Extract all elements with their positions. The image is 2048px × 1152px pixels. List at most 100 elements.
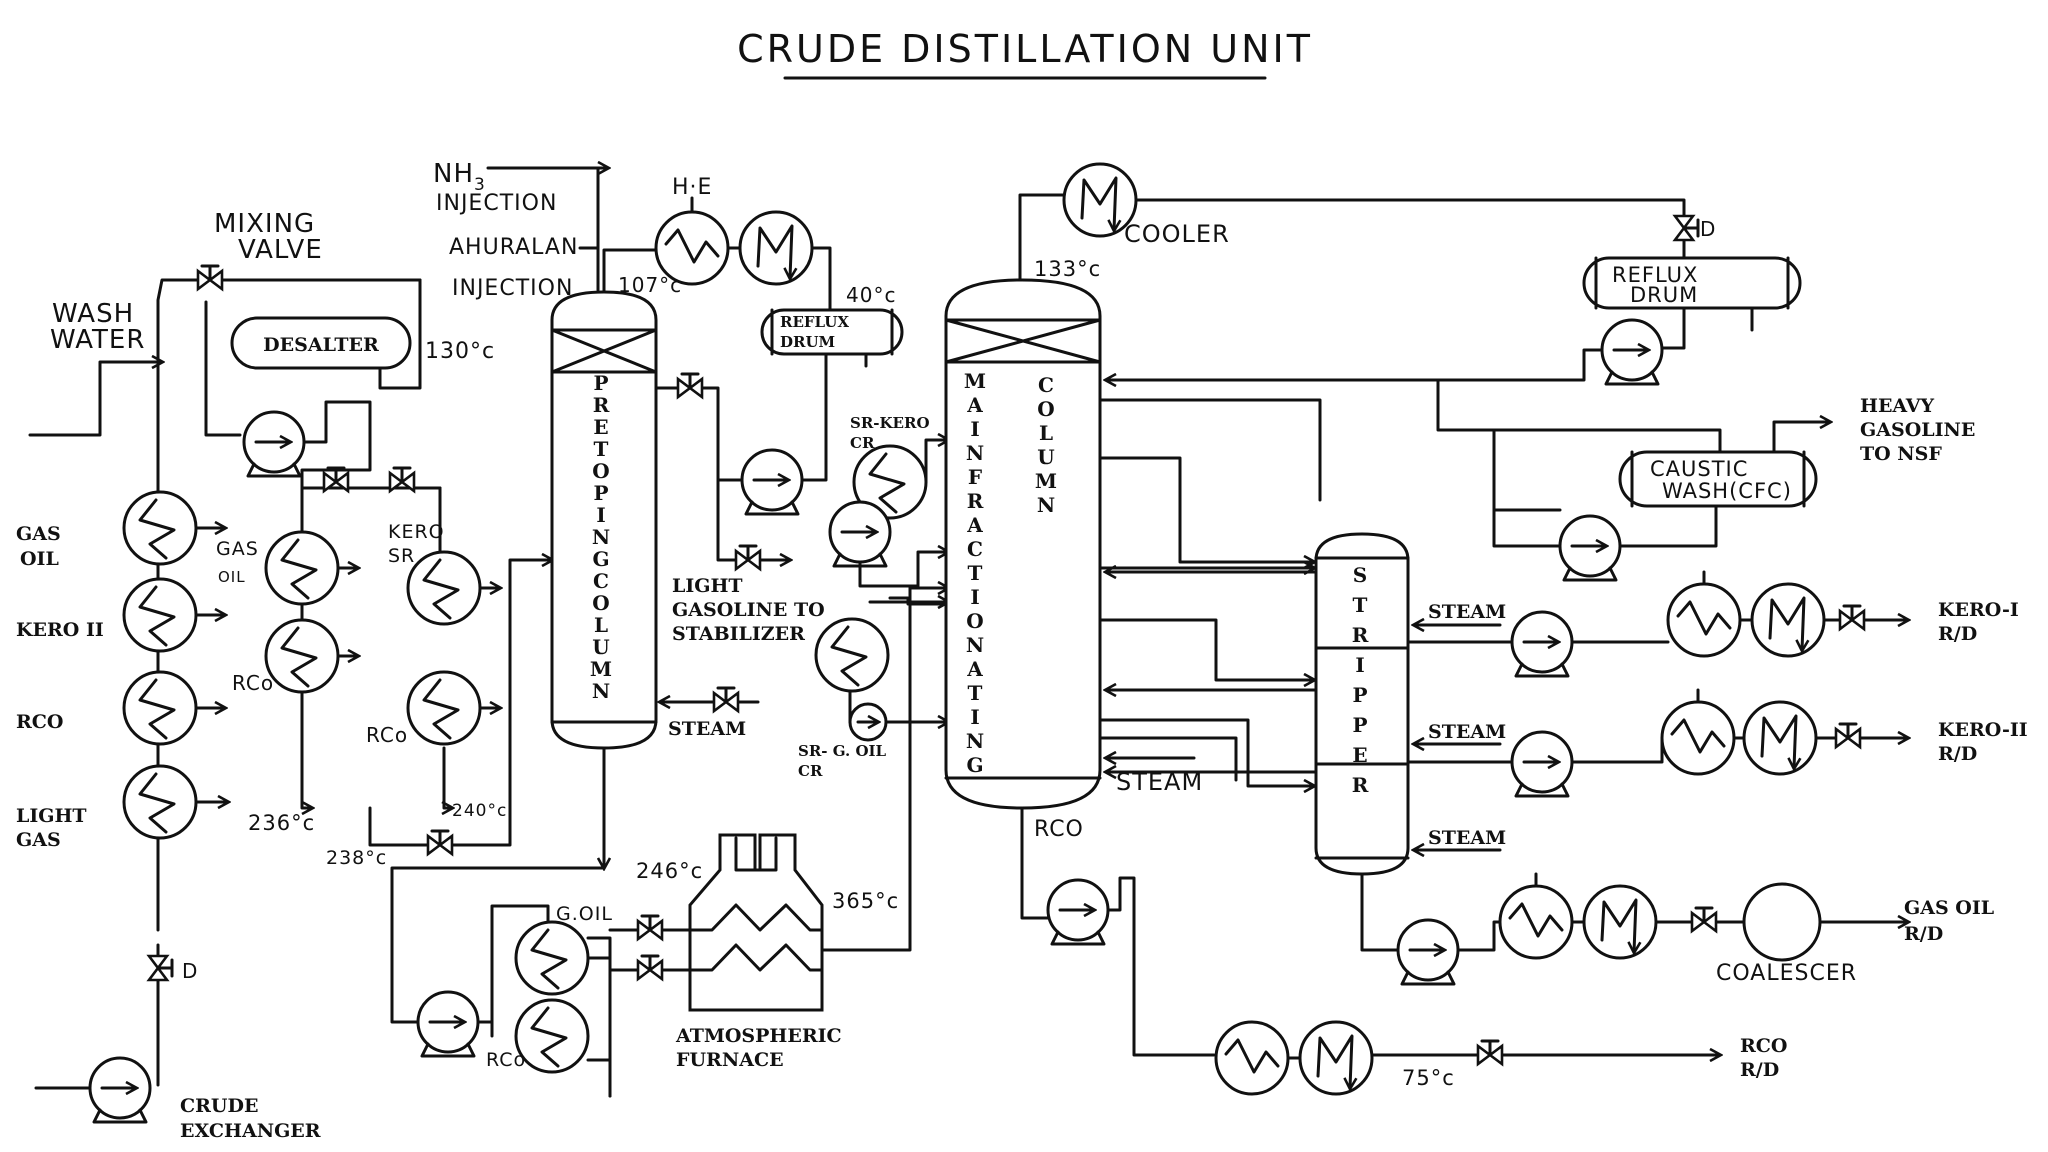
mixing-valve[interactable] <box>196 264 224 291</box>
main-column-letters-left: M A I N F R A C T I O N A T I N G <box>964 369 986 777</box>
kero-i-label-2: R/D <box>1938 623 1977 645</box>
sr-kero-pump[interactable] <box>830 502 890 566</box>
stripper-letter-3: I <box>1355 653 1364 677</box>
rco-pump[interactable] <box>1048 880 1108 944</box>
sr-kero-label-1: SR-KERO <box>850 414 930 432</box>
main-letter-4: F <box>968 465 982 489</box>
caustic-wash-pump[interactable] <box>1560 516 1620 580</box>
kero-i-cooler <box>1752 584 1824 656</box>
valve-d-label-1: D <box>182 959 198 983</box>
exchanger-outlet-valve[interactable] <box>426 829 454 856</box>
desalter-pump[interactable] <box>244 412 304 476</box>
pretop-reflux-valve[interactable] <box>676 372 704 399</box>
small-reflux-drum <box>760 308 904 356</box>
main-letter-10: O <box>966 609 983 633</box>
temp-246: 246°c <box>636 859 703 883</box>
temp-75: 75°c <box>1402 1066 1455 1090</box>
gas-oil-left-label-2: OIL <box>20 548 59 570</box>
stripper-letter-4: P <box>1352 683 1367 707</box>
reflux-drum-inlet-valve[interactable] <box>1673 214 1700 242</box>
heavy-gasoline-label-3: TO NSF <box>1860 443 1942 465</box>
crude-pump[interactable] <box>90 1058 150 1122</box>
kero-i-pump[interactable] <box>1512 612 1572 676</box>
kero-sr-exchanger <box>406 550 482 626</box>
rco-rd-label-2: R/D <box>1740 1059 1779 1081</box>
kero-sr-label-1: KERO <box>388 521 445 543</box>
gas-oil-rd-label-1: GAS OIL <box>1904 897 1994 919</box>
pretop-letter-13: M <box>590 657 612 681</box>
pretop-letter-12: U <box>592 635 609 659</box>
stripper-letter-7: R <box>1352 773 1369 797</box>
rco-exchanger-1 <box>264 618 340 694</box>
temp-240: 240°c <box>452 801 507 821</box>
kero-ii-pump[interactable] <box>1512 732 1572 796</box>
crude-exchanger-label-1: CRUDE <box>180 1095 258 1117</box>
gas-oil-mid-label-2: OIL <box>218 568 246 586</box>
coalescer-vessel <box>1742 882 1822 962</box>
temp-238: 238°c <box>326 847 387 869</box>
crude-exchanger-3 <box>122 670 198 746</box>
nh3-label: NH3 <box>433 159 486 195</box>
crude-exchanger-label-2: EXCHANGER <box>180 1120 321 1142</box>
rco-cooler <box>1300 1022 1372 1094</box>
main-reflux-pump[interactable] <box>1602 320 1662 384</box>
main-col-letter-4: M <box>1035 469 1057 493</box>
light-gas-label-1: LIGHT <box>16 805 87 827</box>
pretop-letter-8: G <box>592 547 609 571</box>
main-col-letter-1: O <box>1037 397 1054 421</box>
rco-mid-label-2: RCo <box>366 723 408 747</box>
rco-left-label: RCO <box>16 711 63 733</box>
ahuralan-injection-label: INJECTION <box>452 276 573 301</box>
furnace-feed-pump[interactable] <box>418 992 478 1056</box>
main-column-letters-right: C O L U M N <box>1035 373 1057 517</box>
stripper-letter-5: P <box>1352 713 1367 737</box>
rco-valve[interactable] <box>1476 1039 1504 1066</box>
heavy-gasoline-label-2: GASOLINE <box>1860 419 1975 441</box>
pretopping-column <box>550 290 658 750</box>
large-reflux-drum-label-2: DRUM <box>1630 283 1698 307</box>
kero-i-valve[interactable] <box>1838 604 1866 631</box>
main-col-letter-5: N <box>1037 493 1055 517</box>
kero-ii-valve[interactable] <box>1834 722 1862 749</box>
light-gasoline-label-3: STABILIZER <box>672 623 805 645</box>
crude-inlet-valve[interactable] <box>147 954 174 982</box>
wash-water-label-2: WATER <box>50 325 145 355</box>
light-gasoline-label-2: GASOLINE TO <box>672 599 825 621</box>
main-col-letter-0: C <box>1038 373 1054 397</box>
kero-ii-label-1: KERO-II <box>1938 719 2028 741</box>
gas-oil-valve[interactable] <box>1690 906 1718 933</box>
temp-133: 133°c <box>1034 257 1101 281</box>
gas-oil-mid-label-1: GAS <box>216 538 259 560</box>
sr-kero-label-2: CR <box>850 434 875 452</box>
crude-exchanger-2 <box>122 577 198 653</box>
pretop-letter-9: C <box>593 569 609 593</box>
cooler-label: COOLER <box>1124 220 1230 248</box>
main-letter-5: R <box>967 489 984 513</box>
main-letter-6: A <box>966 513 983 537</box>
temp-40: 40°c <box>846 283 896 307</box>
gas-oil-pump[interactable] <box>1398 920 1458 984</box>
light-gasoline-valve[interactable] <box>734 544 762 571</box>
furnace-label-2: FURNACE <box>676 1049 784 1071</box>
light-gas-label-2: GAS <box>16 829 61 851</box>
stripper-letters: S T R I P P E R <box>1352 563 1369 797</box>
rco-main-label: RCO <box>1034 817 1084 842</box>
small-reflux-drum-label-2: DRUM <box>780 333 835 351</box>
kero-i-label-1: KERO-I <box>1938 599 2019 621</box>
steam-1-label: STEAM <box>1428 601 1506 623</box>
diagram-title: CRUDE DISTILLATION UNIT <box>737 27 1313 71</box>
valve-d-label-2: D <box>1700 217 1716 241</box>
pretop-letter-11: L <box>594 613 608 637</box>
pretop-reflux-pump[interactable] <box>742 450 802 514</box>
large-reflux-drum <box>1582 256 1802 310</box>
main-letter-14: I <box>970 705 979 729</box>
furnace-inlet-valve-1[interactable] <box>636 914 664 941</box>
furnace-label-1: ATMOSPHERIC <box>675 1025 842 1047</box>
furnace-inlet-valve-2[interactable] <box>636 954 664 981</box>
main-letter-1: A <box>966 393 983 417</box>
sr-g-oil-label-2: CR <box>798 762 823 780</box>
crude-exchanger-1 <box>122 490 198 566</box>
kero-sr-label-2: SR <box>388 545 415 567</box>
pretop-letter-1: R <box>593 393 610 417</box>
pretop-steam-valve[interactable] <box>712 686 740 713</box>
